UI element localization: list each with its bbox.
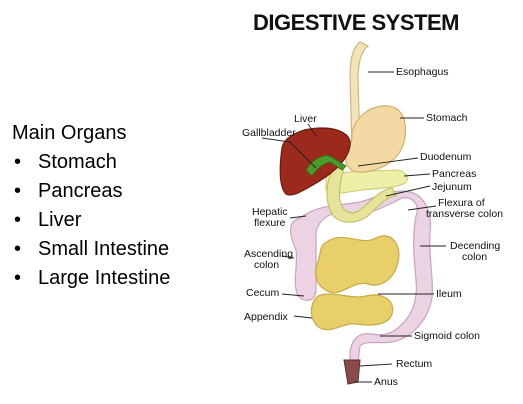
label-stomach: Stomach [426, 112, 468, 124]
main-organs-list: Main Organs •Stomach •Pancreas •Liver •S… [12, 118, 170, 293]
jejunum-leader [385, 185, 431, 197]
appendix-leader [293, 315, 313, 319]
label-ileum: Ileum [436, 288, 462, 300]
rectum [343, 359, 361, 385]
organ-item-large-intestine: •Large Intestine [12, 264, 170, 293]
organ-item-pancreas: •Pancreas [12, 177, 170, 206]
flexura-leader [407, 205, 437, 211]
duodenum [326, 167, 397, 223]
label-gallbladder: Gallbladder [242, 127, 296, 139]
diagram-labels: Esophagus Liver Gallbladder Stomach Duod… [242, 66, 503, 388]
label-duodenum: Duodenum [420, 151, 472, 163]
label-flexura-1: Flexura of [438, 197, 485, 209]
duodenum-leader [357, 157, 419, 167]
label-jejunum: Jejunum [432, 181, 472, 193]
ascending-leader [281, 255, 295, 259]
organ-bullets: •Stomach •Pancreas •Liver •Small Intesti… [12, 148, 170, 293]
liver-leader [307, 123, 317, 137]
hepatic-leader [289, 215, 307, 219]
gallbladder [305, 155, 347, 177]
ileum-loops [310, 293, 394, 331]
label-flexura-2: transverse colon [426, 208, 503, 220]
leader-lines [261, 71, 446, 383]
bullet-icon: • [14, 151, 22, 173]
rectum-leader [359, 363, 393, 367]
label-hepatic-1: Hepatic [252, 206, 288, 218]
bullet-icon: • [14, 209, 22, 231]
label-sigmoid-colon: Sigmoid colon [414, 330, 480, 342]
gallbladder-leader [261, 137, 317, 169]
stomach [345, 105, 407, 173]
label-pancreas: Pancreas [432, 168, 476, 180]
label-anus: Anus [374, 376, 398, 388]
organ-item-small-intestine: •Small Intestine [12, 235, 170, 264]
pancreas-leader [403, 173, 431, 177]
main-organs-heading: Main Organs [12, 122, 127, 144]
bullet-icon: • [14, 180, 22, 202]
bullet-icon: • [14, 267, 22, 289]
label-ascending-1: Ascending [244, 248, 293, 260]
label-rectum: Rectum [396, 358, 432, 370]
label-decending-1: Decending [450, 240, 500, 252]
label-esophagus: Esophagus [396, 66, 449, 78]
organ-item-stomach: •Stomach [12, 148, 170, 177]
cecum-leader [281, 293, 305, 297]
small-intestine [310, 235, 400, 331]
organ-item-liver: •Liver [12, 206, 170, 235]
label-appendix: Appendix [244, 311, 289, 323]
label-cecum: Cecum [246, 287, 280, 299]
label-decending-2: colon [462, 251, 487, 263]
label-hepatic-2: flexure [254, 217, 286, 229]
label-ascending-2: colon [254, 259, 279, 271]
small-intestine-coils [315, 235, 400, 294]
bullet-icon: • [14, 238, 22, 260]
label-liver: Liver [294, 113, 317, 125]
diagram-title: DIGESTIVE SYSTEM [253, 10, 459, 35]
